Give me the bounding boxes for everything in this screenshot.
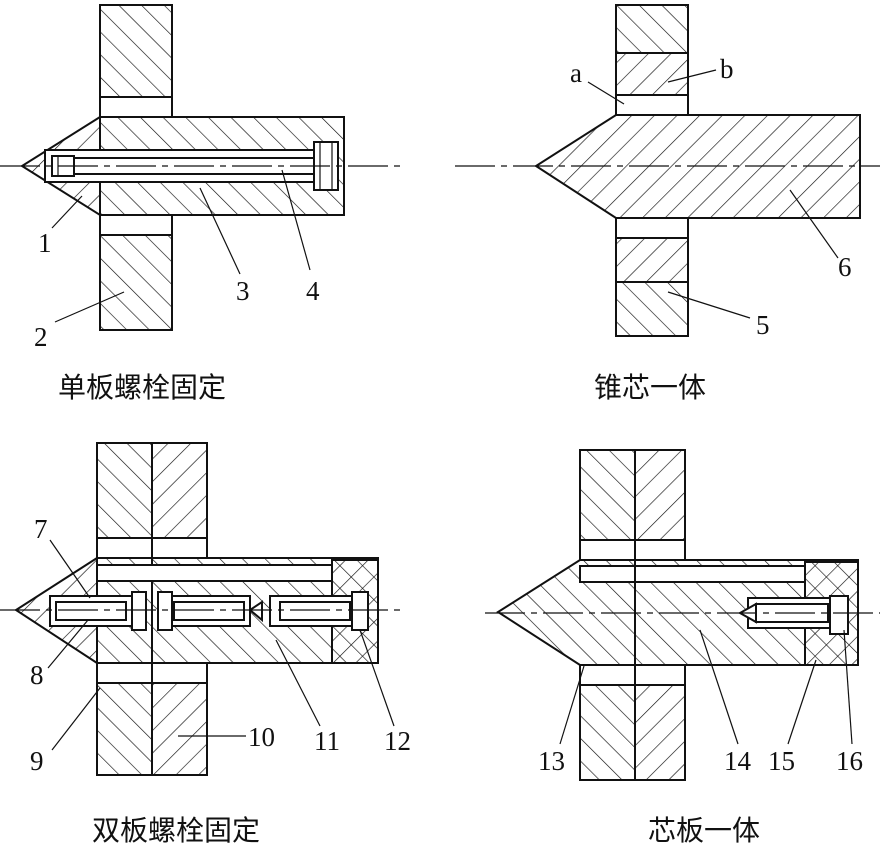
plate-lower-b: [615, 281, 689, 337]
plate-gap-upper: [99, 96, 173, 118]
plate-lower: [99, 234, 173, 331]
label-2: 2: [34, 322, 48, 352]
bolt-1-head: [131, 591, 147, 631]
plate-upper-b: [615, 52, 689, 96]
plate-left-upper: [579, 449, 636, 541]
slot: [96, 564, 333, 582]
plate-gap-lower: [579, 664, 686, 686]
label-10: 10: [248, 722, 275, 752]
plate-upper: [99, 4, 173, 98]
label-9: 9: [30, 746, 44, 776]
plate-right-lower: [634, 684, 686, 781]
slot: [579, 565, 806, 583]
label-1: 1: [38, 228, 52, 258]
plate-left-upper: [96, 442, 153, 539]
label-15: 15: [768, 746, 795, 776]
plate-left-lower: [579, 684, 636, 781]
bolt-3: [279, 601, 351, 621]
diagram-cone-core-integrated: a b 5 6: [455, 4, 880, 340]
bolt-tip: [248, 600, 263, 623]
plate-gap-upper: [615, 94, 689, 116]
plate-right-lower: [151, 682, 208, 776]
plate-upper-a: [615, 4, 689, 54]
bolt-1: [55, 601, 127, 621]
plate-right-upper: [151, 442, 208, 539]
label-b: b: [720, 54, 734, 84]
diagram-core-plate-integrated: 13 14 15 16: [485, 449, 880, 781]
caption-core-plate-integrated: 芯板一体: [648, 814, 760, 847]
bolt-3-head: [351, 591, 369, 631]
diagram-double-plate-bolt: 7 8 9 10 11 12: [0, 442, 411, 776]
plate-gap-upper: [579, 539, 686, 561]
plate-gap-lower: [99, 214, 173, 236]
label-12: 12: [384, 726, 411, 756]
plate-lower-a: [615, 237, 689, 283]
label-13: 13: [538, 746, 565, 776]
plate-right-upper: [634, 449, 686, 541]
plate-left-lower: [96, 682, 153, 776]
label-14: 14: [724, 746, 752, 776]
label-a: a: [570, 58, 582, 88]
diagram-single-plate-bolt: 1 2 3 4: [0, 4, 405, 352]
plate-gap-lower: [615, 217, 689, 239]
label-4: 4: [306, 276, 320, 306]
caption-single-plate-bolt: 单板螺栓固定: [58, 371, 226, 404]
caption-cone-core-integrated: 锥芯一体: [594, 371, 706, 404]
bolt-2: [173, 601, 245, 621]
caption-double-plate-bolt: 双板螺栓固定: [92, 814, 260, 847]
label-11: 11: [314, 726, 340, 756]
label-8: 8: [30, 660, 44, 690]
label-7: 7: [34, 514, 48, 544]
bolt-head: [829, 595, 849, 635]
label-5: 5: [756, 310, 770, 340]
label-6: 6: [838, 252, 852, 282]
label-16: 16: [836, 746, 863, 776]
label-3: 3: [236, 276, 250, 306]
bolt-2-head: [157, 591, 173, 631]
